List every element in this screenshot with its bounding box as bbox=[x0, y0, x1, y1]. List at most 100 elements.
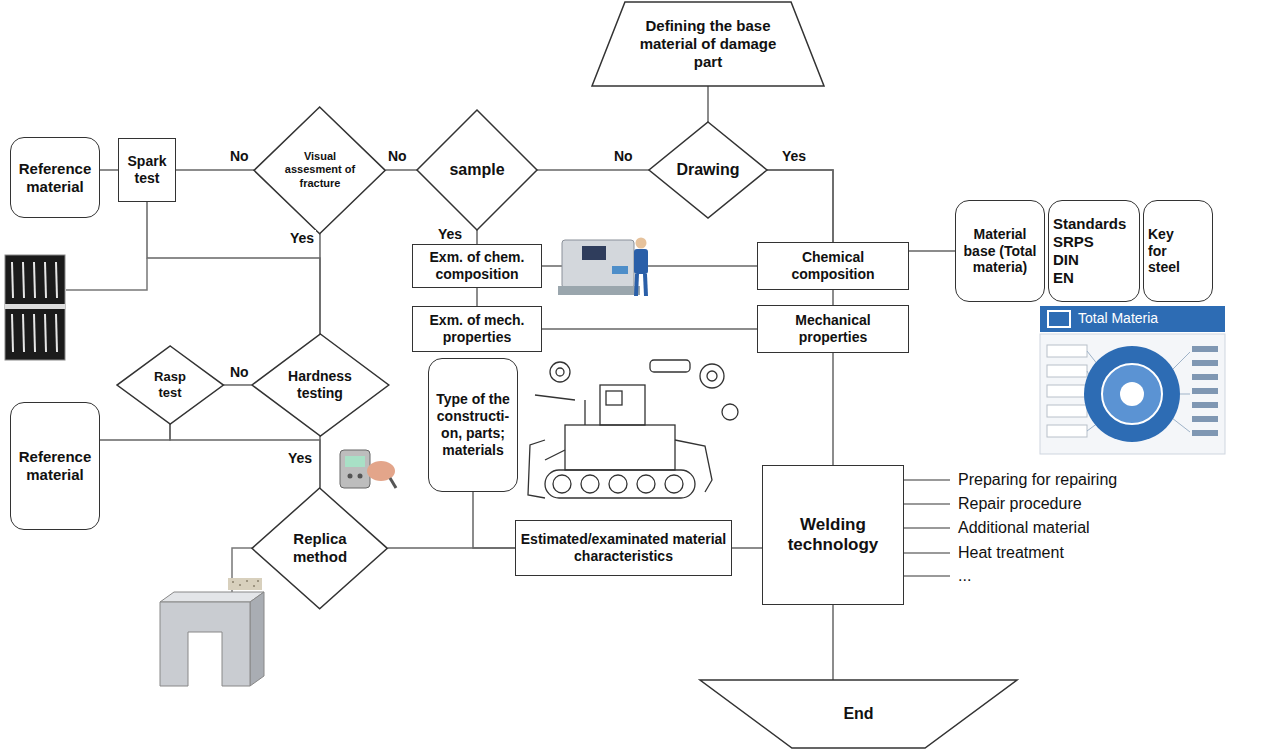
node-text-group: Mechanical properties bbox=[762, 312, 904, 346]
replica-specimen-picture bbox=[160, 592, 264, 602]
spark-photo bbox=[45, 262, 46, 298]
spark-photo bbox=[23, 314, 24, 352]
node-text-group: Defining the base material of damage par… bbox=[633, 17, 783, 71]
shape-outline bbox=[649, 122, 767, 218]
total-materia-screenshot bbox=[1180, 394, 1190, 395]
total-materia-screenshot bbox=[1040, 306, 1225, 454]
node-text-group: sample bbox=[449, 160, 504, 179]
bulldozer-drawing bbox=[609, 475, 627, 493]
total-materia-screenshot bbox=[1047, 345, 1087, 357]
connector bbox=[100, 169, 118, 171]
total-materia-screenshot bbox=[1192, 346, 1218, 352]
replica-specimen-picture bbox=[160, 602, 250, 686]
bulldozer-drawing bbox=[550, 362, 570, 382]
spectrometer-picture bbox=[634, 249, 648, 274]
spark-photo bbox=[12, 262, 57, 352]
connector bbox=[319, 436, 321, 488]
spark-photo bbox=[34, 262, 35, 298]
bulldozer-drawing bbox=[528, 440, 545, 498]
bulldozer-drawing bbox=[600, 385, 645, 425]
spectrometer-picture bbox=[582, 246, 606, 260]
process-box: Mechanical properties bbox=[757, 305, 909, 353]
node-label: Type of the constructi-on, parts; materi… bbox=[433, 391, 513, 458]
replica-specimen-picture bbox=[160, 578, 264, 686]
total-materia-screenshot bbox=[1192, 388, 1218, 394]
spark-photo bbox=[56, 262, 57, 298]
total-materia-screenshot bbox=[1192, 430, 1218, 436]
node-text-group: End bbox=[843, 704, 873, 723]
node-text-group: Reference material bbox=[15, 160, 95, 196]
node-label: Estimated/examinated material characteri… bbox=[520, 531, 727, 565]
total-materia-screenshot bbox=[1102, 364, 1162, 424]
process-box: Spark test bbox=[118, 138, 176, 202]
connector bbox=[473, 492, 515, 548]
spectrometer-picture bbox=[636, 274, 637, 296]
logo-text: Total Materia bbox=[1078, 310, 1158, 327]
decision-diamond: Hardness testing bbox=[252, 334, 389, 436]
bulldozer-drawing bbox=[553, 475, 571, 493]
node-label: Spark test bbox=[123, 153, 171, 187]
leader-line bbox=[904, 479, 950, 481]
total-materia-screenshot bbox=[1172, 352, 1190, 370]
node-label: Welding technology bbox=[767, 515, 899, 556]
process-box: Welding technology bbox=[762, 465, 904, 605]
node-text-group: Replica method bbox=[281, 530, 359, 566]
spark-photo bbox=[5, 304, 65, 309]
spectrometer-picture bbox=[558, 238, 648, 297]
bulldozer-drawing bbox=[650, 360, 690, 372]
bulldozer-drawing bbox=[528, 360, 738, 498]
spectrometer-picture bbox=[558, 286, 640, 295]
bulldozer-drawing bbox=[584, 400, 585, 425]
connector bbox=[476, 288, 478, 306]
bulldozer-drawing bbox=[665, 475, 683, 493]
spark-photo bbox=[12, 262, 13, 298]
leader-line bbox=[904, 503, 950, 505]
total-materia-screenshot bbox=[1047, 425, 1087, 437]
node-label: sample bbox=[449, 160, 504, 179]
hardness-tester-picture bbox=[390, 478, 396, 488]
spectrometer-picture bbox=[612, 266, 628, 274]
list-item: Heat treatment bbox=[958, 543, 1064, 562]
node-text-group: Key for steel bbox=[1148, 226, 1208, 276]
total-materia-screenshot bbox=[1192, 360, 1218, 366]
replica-specimen-picture bbox=[232, 581, 234, 583]
connector bbox=[707, 86, 709, 122]
list-item: Additional material bbox=[958, 518, 1090, 537]
total-materia-screenshot bbox=[1192, 374, 1218, 380]
hardness-tester-picture bbox=[348, 474, 353, 479]
node-text-group: Estimated/examinated material characteri… bbox=[520, 531, 727, 565]
replica-specimen-picture bbox=[232, 580, 259, 587]
info-box: Type of the constructi-on, parts; materi… bbox=[428, 358, 518, 492]
node-label: End bbox=[843, 704, 873, 723]
node-text-group: Type of the constructi-on, parts; materi… bbox=[433, 391, 513, 458]
total-materia-screenshot bbox=[1047, 385, 1087, 397]
node-label: Hardness testing bbox=[283, 368, 356, 402]
node-label: Visual assesment of fracture bbox=[283, 150, 357, 190]
edge-label: Yes bbox=[780, 148, 808, 165]
start-terminator: Defining the base material of damage par… bbox=[592, 2, 824, 86]
bulldozer-drawing bbox=[545, 450, 565, 460]
decision-diamond: Visual assesment of fracture bbox=[254, 107, 385, 234]
leader-line bbox=[904, 552, 950, 554]
connector bbox=[100, 424, 170, 440]
bulldozer-drawing bbox=[606, 391, 622, 405]
replica-specimen-picture bbox=[253, 585, 255, 587]
leader-line bbox=[904, 480, 950, 576]
connector bbox=[537, 169, 649, 171]
total-materia-screenshot bbox=[1192, 402, 1218, 408]
leader-line bbox=[904, 527, 950, 529]
spark-photo bbox=[5, 255, 65, 360]
leader-line bbox=[66, 258, 147, 290]
node-text-group: Material base (Total materia) bbox=[960, 226, 1040, 276]
node-text-group: Exm. of mech. properties bbox=[417, 312, 537, 346]
node-text-group: Welding technology bbox=[767, 515, 899, 556]
total-materia-screenshot bbox=[1192, 416, 1218, 422]
spectrometer-picture bbox=[645, 274, 646, 296]
node-label: Exm. of mech. properties bbox=[417, 312, 537, 346]
process-box: Estimated/examinated material characteri… bbox=[515, 520, 732, 576]
bulldozer-drawing bbox=[675, 440, 712, 492]
node-label: Replica method bbox=[281, 530, 359, 566]
database-box: Material base (Total materia) bbox=[955, 200, 1045, 302]
process-box: Chemical composition bbox=[757, 242, 909, 290]
node-label: Defining the base material of damage par… bbox=[633, 17, 783, 71]
